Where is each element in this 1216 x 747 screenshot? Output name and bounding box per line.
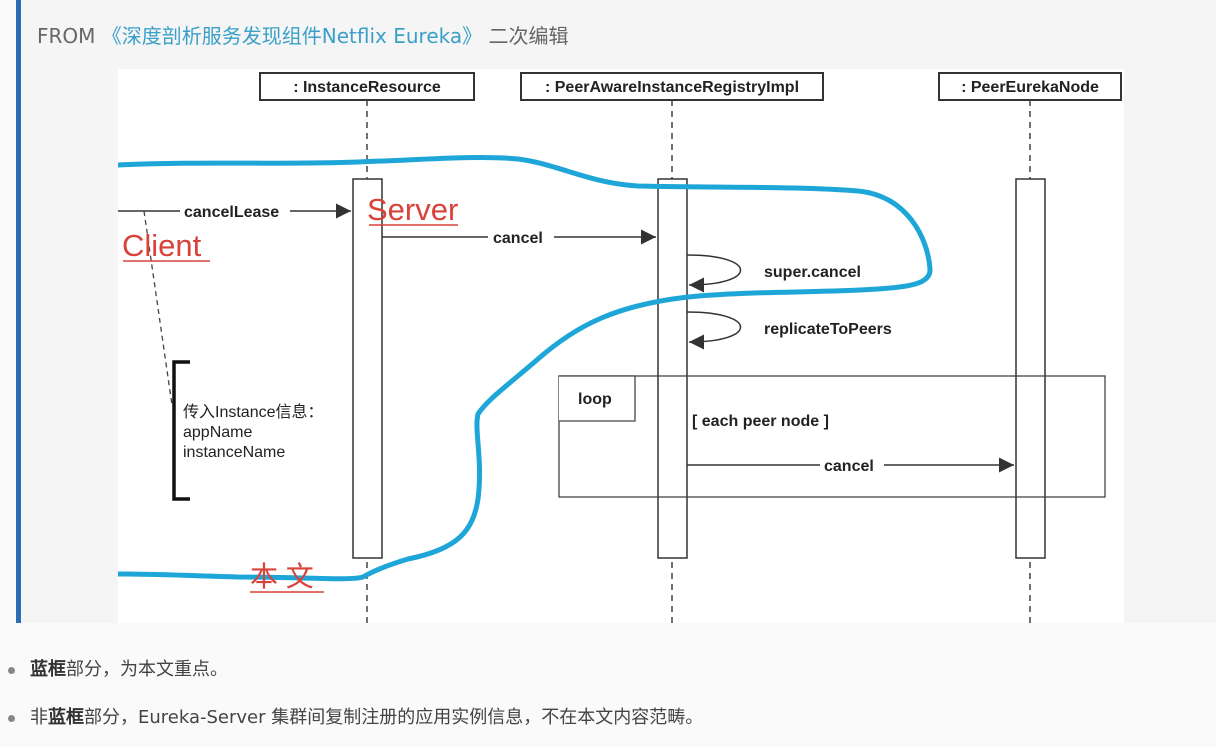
notes-list: 蓝框部分，为本文重点。 非蓝框部分，Eureka-Server 集群间复制注册的… — [0, 648, 1216, 744]
lifeline-label-instance-resource: : InstanceResource — [293, 79, 441, 96]
message-cancel-1: cancel — [493, 230, 543, 247]
message-super-cancel: super.cancel — [764, 264, 861, 281]
activation-instance-resource — [352, 178, 383, 559]
note-line-2: appName — [183, 424, 252, 441]
arrow-super-cancel — [686, 254, 742, 293]
annotation-this-article: 本 文 — [250, 561, 314, 592]
blockquote: FROM 《深度剖析服务发现组件Netflix Eureka》 二次编辑 : I… — [16, 0, 1216, 623]
message-cancel-lease: cancelLease — [184, 204, 279, 221]
list-item: 非蓝框部分，Eureka-Server 集群间复制注册的应用实例信息，不在本文内… — [0, 696, 1216, 744]
note-2-post: 部分，Eureka-Server 集群间复制注册的应用实例信息，不在本文内容范畴… — [84, 707, 704, 728]
label-bg-cancel-lease — [180, 201, 290, 221]
loop-label: loop — [578, 391, 612, 408]
note-line-1: 传入Instance信息： — [183, 403, 324, 421]
activation-peer-node — [1015, 178, 1046, 559]
source-prefix: FROM — [37, 24, 102, 48]
message-replicate: replicateToPeers — [764, 321, 892, 338]
label-bg-cancel-2 — [820, 455, 884, 475]
note-connector — [143, 210, 173, 406]
list-item: 蓝框部分，为本文重点。 — [0, 648, 1216, 696]
activation-registry — [657, 178, 688, 559]
note-1-post: 部分，为本文重点。 — [66, 659, 228, 680]
note-1-bold: 蓝框 — [30, 659, 66, 680]
loop-guard: [ each peer node ] — [692, 413, 829, 430]
arrow-replicate — [686, 311, 742, 350]
note-bracket — [172, 360, 190, 501]
note-2-bold: 蓝框 — [48, 707, 84, 728]
annotation-client: Client — [122, 228, 202, 263]
sequence-diagram: : InstanceResource : PeerAwareInstanceRe… — [115, 72, 1122, 623]
source-link[interactable]: 《深度剖析服务发现组件Netflix Eureka》 — [101, 24, 483, 48]
message-cancel-2: cancel — [824, 458, 874, 475]
loop-tab — [559, 375, 636, 422]
bullet-icon — [8, 667, 15, 674]
lifeline-label-peer-node: : PeerEurekaNode — [961, 79, 1099, 96]
source-line: FROM 《深度剖析服务发现组件Netflix Eureka》 二次编辑 — [37, 20, 568, 49]
source-suffix: 二次编辑 — [482, 24, 569, 48]
highlight-outline — [115, 155, 933, 582]
label-bg-cancel-1 — [488, 227, 554, 247]
note-2-pre: 非 — [30, 707, 48, 728]
loop-frame — [558, 375, 1106, 498]
annotation-server: Server — [367, 192, 458, 227]
note-line-3: instanceName — [183, 444, 285, 461]
bullet-icon — [8, 715, 15, 722]
lifeline-label-registry: : PeerAwareInstanceRegistryImpl — [545, 79, 799, 96]
sequence-diagram-image: : InstanceResource : PeerAwareInstanceRe… — [115, 69, 1124, 623]
